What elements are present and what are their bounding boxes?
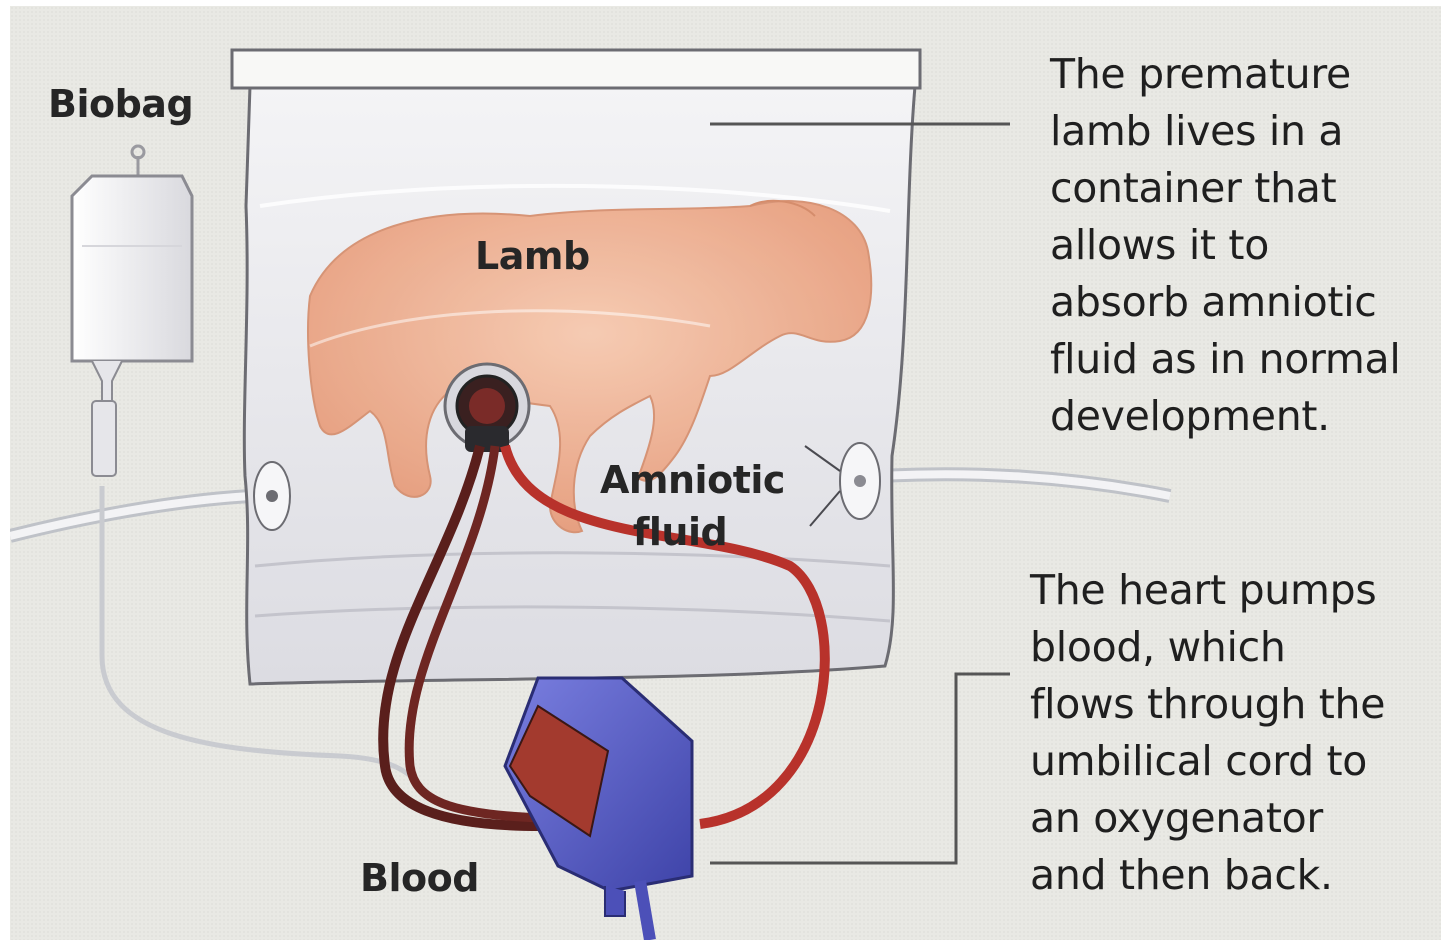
label-amniotic-line1: Amniotic [600,454,760,506]
caption-container: The premature lamb lives in a container … [1050,46,1400,445]
label-biobag: Biobag [48,82,193,126]
label-blood: Blood [360,856,479,900]
leader-line-bottom [710,674,1010,863]
caption-heart-line: and then back. [1030,847,1385,904]
caption-container-line: container that [1050,160,1400,217]
container-top-bar [232,50,920,88]
caption-container-line: allows it to [1050,217,1400,274]
caption-container-line: The premature [1050,46,1400,103]
label-lamb: Lamb [475,234,590,278]
caption-container-line: fluid as in normal [1050,331,1400,388]
biobag-icon [72,176,192,361]
drip-chamber [92,401,116,476]
caption-heart-line: blood, which [1030,619,1385,676]
caption-heart-pump: The heart pumps blood, which flows throu… [1030,562,1385,904]
label-amniotic-fluid: Amniotic fluid [600,454,760,558]
caption-heart-line: umbilical cord to [1030,733,1385,790]
caption-container-line: development. [1050,388,1400,445]
diagram-frame: Biobag Lamb Amniotic fluid Blood The pre… [10,6,1441,940]
caption-heart-line: The heart pumps [1030,562,1385,619]
caption-container-line: lamb lives in a [1050,103,1400,160]
label-amniotic-line2: fluid [600,506,760,558]
caption-heart-line: flows through the [1030,676,1385,733]
caption-heart-line: an oxygenator [1030,790,1385,847]
caption-container-line: absorb amniotic [1050,274,1400,331]
